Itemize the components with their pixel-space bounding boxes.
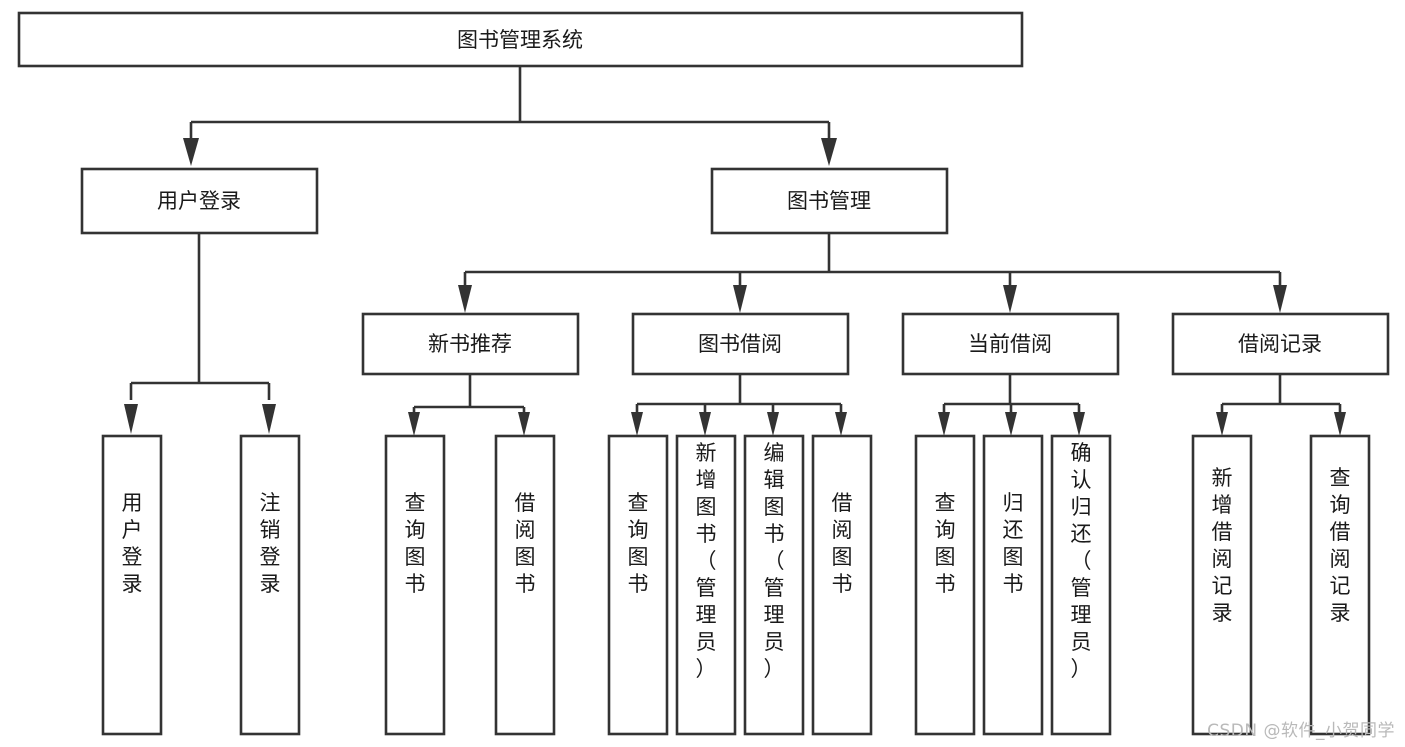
node-root-box[interactable] <box>17 11 1024 68</box>
leaf-current-borrow-return-box[interactable] <box>982 434 1044 736</box>
arrow-head-br-leaf-1 <box>1216 412 1228 436</box>
arrow-head-bb-leaf-4 <box>835 412 847 436</box>
arrow-head-book-borrow <box>733 285 747 313</box>
leaf-book-borrow-query[interactable]: 查询图书 <box>607 434 669 736</box>
leaf-new-book-borrow[interactable]: 借阅图书 <box>494 434 556 736</box>
leaf-current-borrow-confirm[interactable]: 确认归还（管理员） <box>1050 434 1112 736</box>
leaf-new-book-borrow-label: 借阅图书 <box>515 491 536 596</box>
node-book-management-box[interactable] <box>710 167 949 235</box>
leaf-borrow-record-add-label: 新增借阅记录 <box>1212 466 1233 625</box>
node-user-login[interactable]: 用户登录 <box>80 167 319 235</box>
node-borrow-record-label: 借阅记录 <box>1238 332 1322 356</box>
node-book-borrow[interactable]: 图书借阅 <box>631 312 850 376</box>
node-current-borrow-label: 当前借阅 <box>968 332 1052 356</box>
leaf-borrow-record-query-box[interactable] <box>1309 434 1371 736</box>
arrow-head-cb-leaf-2 <box>1005 412 1017 436</box>
arrow-head-borrow-record <box>1273 285 1287 313</box>
leaf-borrow-record-query-label: 查询借阅记录 <box>1330 466 1351 625</box>
leaf-new-book-borrow-box[interactable] <box>494 434 556 736</box>
leaf-current-borrow-query-box[interactable] <box>914 434 976 736</box>
leaf-new-book-query-box[interactable] <box>384 434 446 736</box>
arrow-head-cb-leaf-1 <box>938 412 950 436</box>
leaf-borrow-record-add-box[interactable] <box>1191 434 1253 736</box>
connector-layer <box>124 66 1346 436</box>
leaf-book-borrow-add[interactable]: 新增图书（管理员） <box>675 434 737 736</box>
node-borrow-record-box[interactable] <box>1171 312 1390 376</box>
leaf-current-borrow-confirm-box[interactable] <box>1050 434 1112 736</box>
arrow-head-cb-leaf-3 <box>1073 412 1085 436</box>
node-root[interactable]: 图书管理系统 <box>17 11 1024 68</box>
arrow-head-new-book <box>458 285 472 313</box>
leaf-book-borrow-borrow-box[interactable] <box>811 434 873 736</box>
leaf-book-borrow-edit-label: 编辑图书（管理员） <box>764 441 785 681</box>
leaf-user-login-login[interactable]: 用户登录 <box>101 434 163 736</box>
leaf-book-borrow-borrow-label: 借阅图书 <box>832 491 853 596</box>
node-current-borrow-box[interactable] <box>901 312 1120 376</box>
leaf-book-borrow-query-box[interactable] <box>607 434 669 736</box>
node-root-label: 图书管理系统 <box>457 28 583 52</box>
node-current-borrow[interactable]: 当前借阅 <box>901 312 1120 376</box>
node-user-login-label: 用户登录 <box>157 189 241 213</box>
leaf-book-borrow-borrow[interactable]: 借阅图书 <box>811 434 873 736</box>
leaf-book-borrow-edit-box[interactable] <box>743 434 805 736</box>
leaf-borrow-record-add[interactable]: 新增借阅记录 <box>1191 434 1253 736</box>
arrow-head-bb-leaf-2 <box>699 412 711 436</box>
leaf-new-book-query-label: 查询图书 <box>405 491 426 596</box>
leaf-current-borrow-query[interactable]: 查询图书 <box>914 434 976 736</box>
leaf-new-book-query[interactable]: 查询图书 <box>384 434 446 736</box>
node-new-book-recommend-box[interactable] <box>361 312 580 376</box>
node-book-management[interactable]: 图书管理 <box>710 167 949 235</box>
node-book-borrow-label: 图书借阅 <box>698 332 782 356</box>
arrow-head-br-leaf-2 <box>1334 412 1346 436</box>
leaf-book-borrow-add-box[interactable] <box>675 434 737 736</box>
leaf-user-login-login-label: 用户登录 <box>122 491 143 596</box>
leaf-current-borrow-confirm-label: 确认归还（管理员） <box>1071 441 1092 681</box>
node-new-book-recommend[interactable]: 新书推荐 <box>361 312 580 376</box>
leaf-user-login-logout-label: 注销登录 <box>260 491 281 596</box>
arrow-head-user-login <box>183 138 199 166</box>
arrow-head-nb-leaf-2 <box>518 412 530 436</box>
leaf-user-login-logout-box[interactable] <box>239 434 301 736</box>
arrow-head-current-borrow <box>1003 285 1017 313</box>
leaf-user-login-login-box[interactable] <box>101 434 163 736</box>
leaf-user-login-logout[interactable]: 注销登录 <box>239 434 301 736</box>
leaf-book-borrow-query-label: 查询图书 <box>628 491 649 596</box>
leaf-current-borrow-query-label: 查询图书 <box>935 491 956 596</box>
leaf-borrow-record-query[interactable]: 查询借阅记录 <box>1309 434 1371 736</box>
leaf-book-borrow-add-label: 新增图书（管理员） <box>696 441 717 681</box>
node-book-management-label: 图书管理 <box>787 189 871 213</box>
csdn-watermark: CSDN @软件_小贺同学 <box>1207 721 1395 741</box>
arrow-head-bb-leaf-3 <box>767 412 779 436</box>
leaf-current-borrow-return-label: 归还图书 <box>1003 491 1024 596</box>
leaf-book-borrow-edit[interactable]: 编辑图书（管理员） <box>743 434 805 736</box>
arrow-head-nb-leaf-1 <box>408 412 420 436</box>
arrow-head-bb-leaf-1 <box>631 412 643 436</box>
node-new-book-recommend-label: 新书推荐 <box>428 332 512 356</box>
arrow-head-book-mgmt <box>821 138 837 166</box>
arrow-head-leaf-user-login <box>124 404 138 434</box>
leaf-current-borrow-return[interactable]: 归还图书 <box>982 434 1044 736</box>
node-user-login-box[interactable] <box>80 167 319 235</box>
node-borrow-record[interactable]: 借阅记录 <box>1171 312 1390 376</box>
node-book-borrow-box[interactable] <box>631 312 850 376</box>
arrow-head-leaf-logout <box>262 404 276 434</box>
